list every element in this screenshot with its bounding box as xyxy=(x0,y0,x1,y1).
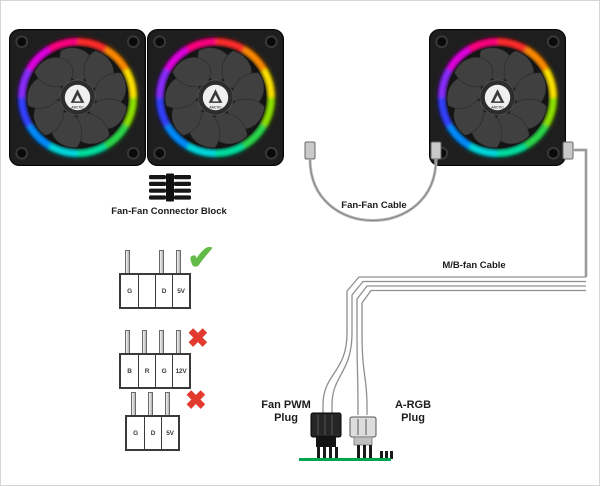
argb-header-correct: G D 5V xyxy=(119,249,191,309)
motherboard-strip xyxy=(299,458,391,461)
header-pin xyxy=(176,250,181,273)
mb-fan-cable-label: M/B-fan Cable xyxy=(442,260,506,271)
argb-plug-label: A-RGB Plug xyxy=(373,399,453,425)
header-pin xyxy=(131,392,136,415)
header-slot-label: B xyxy=(127,367,132,375)
header-slot-label: G xyxy=(155,355,172,387)
fan-fan-cable-label: Fan-Fan Cable xyxy=(341,200,407,211)
header-pins xyxy=(125,391,180,415)
header-slot-label: 5V xyxy=(172,275,189,307)
argb-plug-label-line2: Plug xyxy=(401,412,425,425)
header-pin xyxy=(159,250,164,273)
header-body: G D 5V xyxy=(125,415,180,451)
header-pin xyxy=(159,330,164,353)
fan-side-connector-tab xyxy=(304,141,316,160)
fan-pwm-plug-label: Fan PWM Plug xyxy=(244,399,328,425)
fan-pwm-plug-graphic xyxy=(310,412,342,459)
header-slot-label: G xyxy=(127,287,132,295)
argb-plug-label-line1: A-RGB xyxy=(394,399,432,411)
header-pin xyxy=(125,250,130,273)
header-slot-label: D xyxy=(155,275,172,307)
fan-fan-cable-graphic xyxy=(304,141,442,222)
header-slot-label: D xyxy=(144,417,161,449)
header-slot-label: 12V xyxy=(172,355,189,387)
check-mark-icon: ✔ xyxy=(187,239,216,277)
header-pin xyxy=(142,330,147,353)
header-pin xyxy=(165,392,170,415)
fan-pwm-plug-label-line2: Plug xyxy=(274,412,298,425)
fan-side-connector-tab xyxy=(430,141,442,160)
cross-mark-icon: ✖ xyxy=(187,323,209,353)
fan-pwm-plug-label-line1: Fan PWM xyxy=(261,399,311,411)
header-slot-label xyxy=(138,275,155,307)
fan-side-connector-tab xyxy=(562,141,574,160)
header-body: G D 5V xyxy=(119,273,191,309)
mb-fan-cable-graphic xyxy=(322,141,588,415)
header-pins xyxy=(119,249,191,273)
rgb-12v-header-wrong: B R G 12V xyxy=(119,329,191,389)
argb-plug-graphic xyxy=(349,416,377,459)
header-pin xyxy=(148,392,153,415)
header-body: B R G 12V xyxy=(119,353,191,389)
header-pins xyxy=(119,329,191,353)
header-slot-label: 5V xyxy=(161,417,178,449)
header-pin xyxy=(125,330,130,353)
header-slot-label: R xyxy=(138,355,155,387)
header-slot-label: G xyxy=(133,429,138,437)
connector-block-label: Fan-Fan Connector Block xyxy=(111,206,227,217)
fan-fan-connector-block-icon xyxy=(149,173,191,202)
motherboard-header-pins xyxy=(380,451,393,459)
cross-mark-icon: ✖ xyxy=(185,385,207,415)
header-pin xyxy=(176,330,181,353)
argb-header-wrong-pitch: G D 5V xyxy=(125,391,180,451)
